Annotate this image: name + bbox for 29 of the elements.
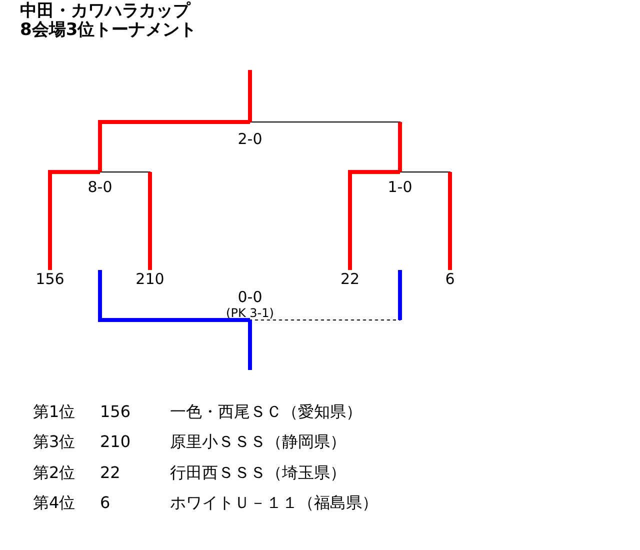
rank-text: 第3位 bbox=[33, 432, 76, 452]
team-name: ホワイトＵ－１１（福島県） bbox=[170, 493, 378, 512]
team-number: 22 bbox=[100, 463, 120, 482]
team-number: 6 bbox=[430, 270, 470, 290]
rank-text: 第1位 bbox=[33, 402, 76, 422]
rank-text: 第2位 bbox=[33, 463, 76, 482]
team-name: 原里小ＳＳＳ（静岡県） bbox=[170, 432, 346, 452]
match-score: 1-0 bbox=[360, 172, 440, 196]
team-name: 行田西ＳＳＳ（埼玉県） bbox=[170, 463, 346, 482]
subtitle-text: 8会場3位トーナメント bbox=[20, 21, 197, 41]
bracket-line bbox=[348, 170, 400, 270]
penalty-score: (PK 3-1) bbox=[226, 306, 274, 320]
bracket-line bbox=[248, 320, 252, 370]
rank-text: 第4位 bbox=[33, 493, 76, 512]
team-number: 156 bbox=[30, 270, 70, 290]
team-name: 一色・西尾ＳＣ（愛知県） bbox=[170, 402, 362, 422]
team-number: 6 bbox=[100, 493, 110, 512]
team-number: 22 bbox=[330, 270, 370, 290]
bracket-line bbox=[98, 270, 250, 322]
bracket-line bbox=[98, 120, 250, 172]
title-text: 中田・カワハラカップ bbox=[20, 2, 190, 21]
match-score: 0-0 bbox=[238, 288, 262, 306]
bracket-line bbox=[248, 70, 252, 122]
bracket-line bbox=[48, 170, 100, 270]
team-number: 156 bbox=[100, 402, 131, 422]
match-score: 2-0 bbox=[150, 122, 350, 148]
match-score: 8-0 bbox=[60, 172, 140, 196]
team-number: 210 bbox=[130, 270, 170, 290]
team-number: 210 bbox=[100, 432, 131, 452]
